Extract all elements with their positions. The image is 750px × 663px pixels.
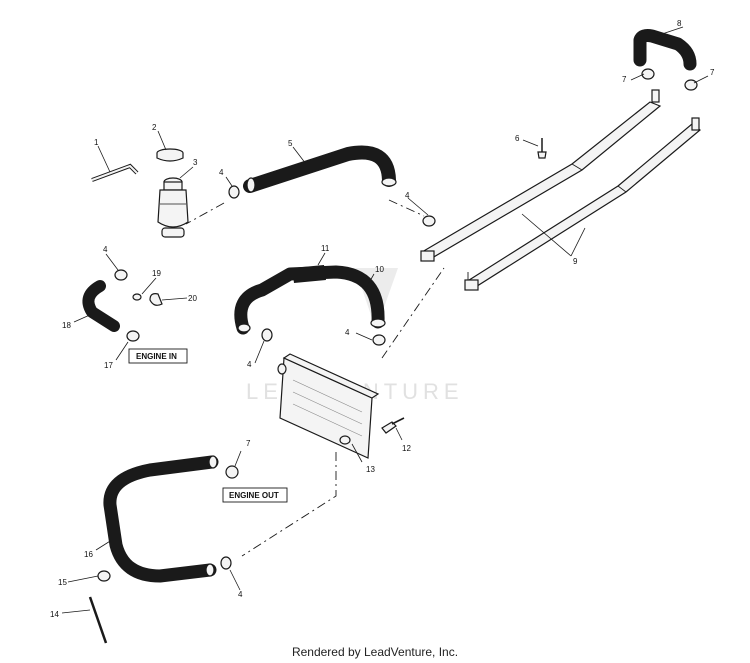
part-7-clamp[interactable] (225, 465, 239, 479)
callout-20: 20 (188, 294, 197, 303)
part-7-clamp[interactable] (684, 79, 698, 91)
part-1-hex-wrench[interactable] (91, 163, 139, 182)
part-18-short-hose[interactable] (82, 280, 120, 332)
callout-10: 10 (375, 265, 384, 274)
callout-4: 4 (103, 245, 108, 254)
part-4-clamp[interactable] (114, 269, 128, 281)
callout-19: 19 (152, 269, 161, 278)
callout-9: 9 (573, 257, 578, 266)
part-15-clamp[interactable] (97, 570, 111, 582)
part-12-bolt[interactable] (381, 417, 405, 434)
callout-4: 4 (345, 328, 350, 337)
svg-text:ENGINE OUT: ENGINE OUT (229, 491, 279, 500)
part-13-heat-exchanger[interactable] (277, 353, 380, 459)
callout-8: 8 (677, 19, 682, 28)
callout-11: 11 (321, 244, 330, 253)
part-10-middle-hose[interactable] (234, 265, 386, 335)
part-3-coolant-reservoir[interactable] (157, 177, 189, 238)
callout-4: 4 (405, 191, 410, 200)
callout-7: 7 (622, 75, 627, 84)
svg-text:ENGINE IN: ENGINE IN (136, 352, 177, 361)
part-8-crossover-hose[interactable] (633, 29, 697, 71)
part-9-cooling-tubes[interactable] (420, 89, 701, 291)
callout-4: 4 (219, 168, 224, 177)
clamps (97, 68, 698, 582)
callout-numbers: 1 2 3 4 5 4 4 6 7 8 7 9 10 11 19 20 18 1… (50, 19, 715, 619)
callout-18: 18 (62, 321, 71, 330)
callout-4: 4 (247, 360, 252, 369)
part-16-lower-hose[interactable] (103, 455, 219, 583)
part-4-clamp[interactable] (261, 328, 273, 342)
callout-4: 4 (238, 590, 243, 599)
callout-13: 13 (366, 465, 375, 474)
engine-in-label: ENGINE IN (128, 348, 188, 364)
callout-7: 7 (710, 68, 715, 77)
part-4-clamp[interactable] (220, 556, 232, 570)
part-4-clamp[interactable] (372, 334, 386, 346)
callout-3: 3 (193, 158, 198, 167)
part-6-bleed-screw[interactable] (537, 138, 547, 159)
callout-1: 1 (94, 138, 99, 147)
connection-lines (185, 199, 469, 557)
callout-14: 14 (50, 610, 59, 619)
part-14-cable-tie[interactable] (88, 596, 108, 644)
part-20-clamp[interactable] (149, 293, 163, 306)
engine-out-label: ENGINE OUT (222, 487, 288, 503)
callout-5: 5 (288, 139, 293, 148)
part-2-reservoir-cap[interactable] (156, 148, 184, 162)
callout-2: 2 (152, 123, 157, 132)
part-4-clamp[interactable] (422, 215, 436, 227)
part-19-washer[interactable] (132, 293, 142, 301)
callout-17: 17 (104, 361, 113, 370)
part-17-clamp[interactable] (126, 330, 140, 342)
footer-credit: Rendered by LeadVenture, Inc. (291, 645, 459, 659)
part-5-upper-hose[interactable] (243, 145, 397, 193)
callout-12: 12 (402, 444, 411, 453)
leader-lines (61, 26, 709, 614)
callout-6: 6 (515, 134, 520, 143)
part-11-hose-sleeve[interactable] (292, 265, 326, 283)
callout-15: 15 (58, 578, 67, 587)
part-7-clamp[interactable] (641, 68, 655, 80)
part-4-clamp[interactable] (228, 185, 240, 199)
callout-16: 16 (84, 550, 93, 559)
callout-7: 7 (246, 439, 251, 448)
